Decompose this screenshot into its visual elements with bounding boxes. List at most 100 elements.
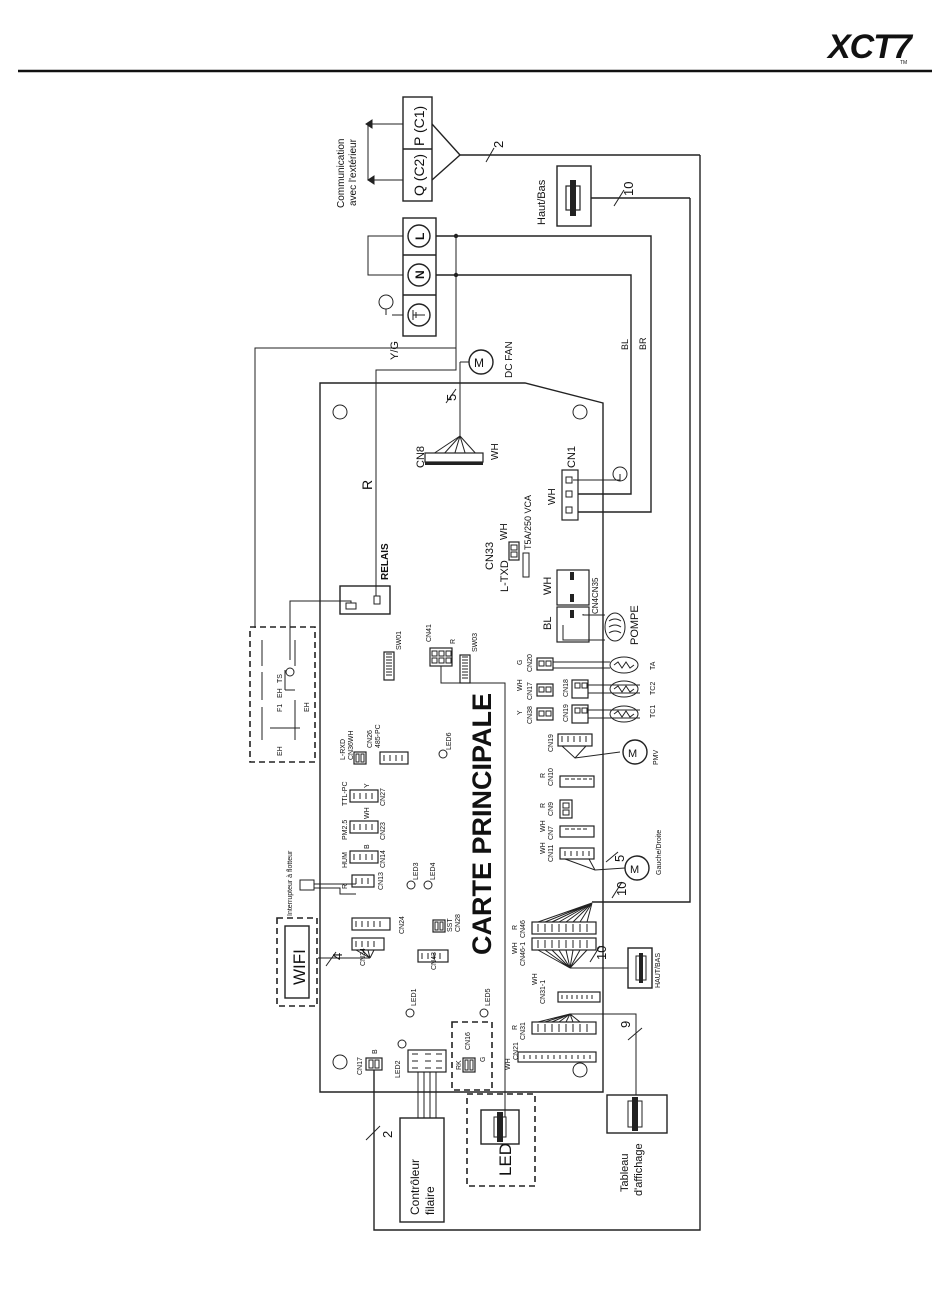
sw03-label: SW03: [472, 633, 479, 652]
ltxd-label: L-TXD: [499, 560, 511, 592]
gd-wire-count: 5: [612, 855, 627, 862]
pompe-label: POMPE: [629, 605, 641, 645]
display-wire-count: 9: [618, 1021, 633, 1028]
dc-fan: M DC FAN 5: [429, 341, 515, 457]
hum-label: HUM: [342, 852, 349, 868]
cn17b-color: WH: [517, 679, 524, 691]
cn1-connector: CN1 WH: [547, 446, 628, 521]
gauche-droite-label: Gauche/Droite: [656, 830, 663, 875]
gd-motor-symbol: M: [630, 864, 639, 876]
haut-bas-small-label: HAUT/BAS: [655, 953, 662, 988]
tc1-label: TC1: [650, 705, 657, 718]
cn4-label: CN4: [591, 597, 600, 614]
cn18-label: CN18: [563, 679, 570, 697]
led3-label: LED3: [413, 862, 420, 880]
sw01-label: SW01: [396, 631, 403, 650]
cn24-label: CN24: [399, 916, 406, 934]
comm-label-2: avec l'extérieur: [348, 138, 359, 206]
power-terminal-block: L N Y/G: [378, 217, 437, 360]
cn16-block: RK CN16 G: [451, 1021, 493, 1091]
cn11-label: CN11: [548, 845, 555, 862]
cn10-label: CN10: [548, 768, 555, 786]
haut-bas-wire-count: 10: [621, 182, 636, 196]
cn41-label: CN41: [426, 624, 433, 642]
cn33-label: CN33: [484, 542, 496, 570]
float-switch: Interrupteur à flotteur: [287, 850, 356, 916]
cn31-label: CN31: [520, 1022, 527, 1040]
led5-label: LED5: [485, 988, 492, 1006]
q-terminal-label: Q (C2): [411, 154, 427, 196]
g-label: G: [480, 1057, 487, 1062]
tc2-label: TC2: [650, 682, 657, 695]
comm-terminal-block: P (C1) Q (C2) 2 Communication avec l'ext…: [336, 96, 700, 208]
cn23-label: CN23: [380, 822, 387, 840]
sst-label: SST: [447, 918, 454, 932]
cn17a-color: B: [372, 1049, 379, 1054]
cn13-label: CN13: [378, 872, 385, 890]
cn8-label: CN8: [415, 446, 427, 468]
led6-label: LED6: [446, 732, 453, 750]
l-terminal: L: [413, 233, 427, 240]
bl-wire-label: BL: [620, 339, 630, 350]
cn38-color: Y: [517, 710, 524, 715]
main-board-outline: [319, 382, 604, 1093]
cn27-label: CN27: [380, 788, 387, 806]
controller-label-1: Contrôleur: [408, 1159, 422, 1215]
dc-fan-label: DC FAN: [504, 341, 515, 378]
led1-label: LED1: [411, 988, 418, 1006]
cn35-color: WH: [542, 577, 554, 595]
cn11-color: WH: [540, 842, 547, 854]
cn19b-label: CN19: [548, 734, 555, 752]
board-title: CARTE PRINCIPALE: [467, 693, 497, 955]
n-terminal: N: [413, 270, 427, 279]
pm25-label: PM2.5: [342, 820, 349, 840]
cn461-label: CN46-1: [520, 942, 527, 966]
cn41-color: R: [450, 639, 457, 644]
led-board: LED: [466, 1093, 536, 1187]
cn9-label: CN9: [548, 802, 555, 816]
wifi-wire-count: 4: [330, 953, 345, 960]
cn38-label: CN38: [527, 706, 534, 724]
pump-motor: POMPE: [604, 605, 641, 645]
wifi-label: WIFI: [290, 949, 309, 985]
cn35-label: CN35: [591, 577, 600, 598]
cn46-label: CN46: [520, 920, 527, 938]
cn33-color: WH: [499, 523, 510, 540]
brand-logo-mark: TM: [900, 60, 907, 66]
earth-terminal-icon: [412, 310, 425, 320]
float-switch-label: Interrupteur à flotteur: [287, 850, 294, 916]
fan-motor-symbol: M: [474, 356, 484, 370]
cn13-color: R: [342, 884, 349, 889]
fan-wire-count: 5: [444, 394, 459, 401]
controller-wire-count: 2: [380, 1131, 395, 1138]
cn36-label: CN36WH: [348, 730, 355, 760]
cn311-color: WH: [532, 973, 539, 985]
gauche-droite-motor: M Gauche/Droite 5: [605, 830, 663, 881]
485pc-label: 485-PC: [375, 724, 382, 748]
cn10-color: R: [540, 773, 547, 778]
comm-wire-count: 2: [491, 141, 506, 148]
brand-logo-text: XCT7: [826, 28, 914, 66]
cn31-color: R: [512, 1025, 519, 1030]
cn16-label: CN16: [465, 1032, 472, 1050]
pmv-label: PMV: [653, 750, 660, 766]
haut-bas-motor: 10 Haut/Bas: [536, 165, 690, 227]
brand-logo: XCT7 TM: [826, 28, 915, 66]
sensor-ta: CN20 G TA: [517, 654, 657, 674]
sensor-tc1: CN38 Y CN19 TC1: [517, 704, 657, 724]
lrxd-label: L-RXD: [340, 739, 347, 760]
heater-label-5: EH: [304, 702, 311, 712]
cn21-label: CN21: [513, 1042, 520, 1060]
yg-label: Y/G: [389, 341, 401, 360]
heater-label-1: EH: [277, 746, 284, 756]
wired-controller: Contrôleur filaire: [399, 1117, 445, 1223]
cn23-color: WH: [364, 807, 371, 819]
haut-bas-small-motor: HAUT/BAS: [627, 947, 662, 989]
controller-label-2: filaire: [423, 1186, 437, 1215]
cn20-label: CN20: [527, 654, 534, 672]
heater-label-4: TS: [277, 674, 284, 683]
cn19a-label: CN19: [563, 704, 570, 722]
display-label-1: Tableau: [619, 1153, 631, 1192]
cn43-label: CN43: [431, 952, 438, 970]
pmv-motor-symbol: M: [628, 748, 637, 760]
